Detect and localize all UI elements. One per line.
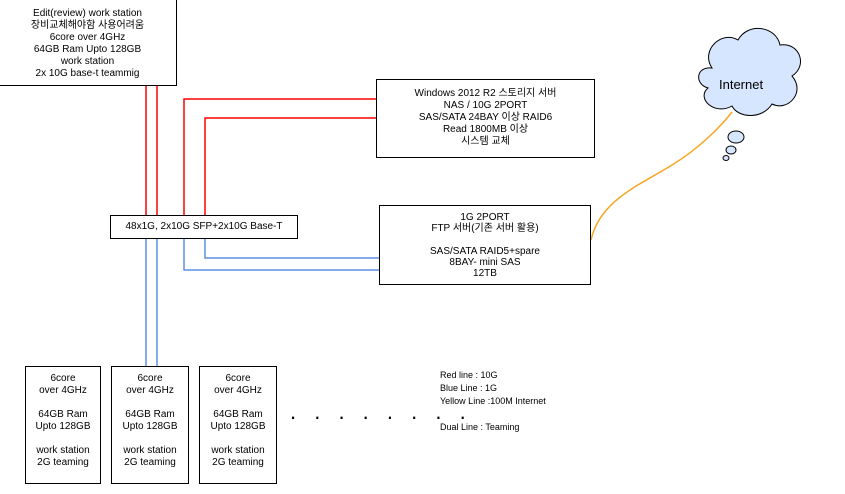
workstation-line: 64GB Ram (38, 409, 88, 420)
workstation-line: over 4GHz (39, 385, 87, 396)
network-switch-box: 48x1G, 2x10G SFP+2x10G Base-T (110, 215, 298, 239)
workstation-line: over 4GHz (214, 385, 262, 396)
internet-cloud-icon (698, 27, 801, 161)
workstation-line: 6core (225, 373, 251, 384)
legend-spacer (440, 408, 546, 421)
ftp-server-box: 1G 2PORT FTP 서버(기존 서버 활용) SAS/SATA RAID5… (379, 205, 591, 285)
edit-workstation-line: 장비교체해야함 사용어려움 (30, 20, 145, 31)
workstation-spacer (112, 397, 188, 409)
ftp-server-line: 8BAY- mini SAS (449, 257, 521, 268)
workstation-line: 2G teaming (37, 457, 89, 468)
workstation-line: over 4GHz (126, 385, 174, 396)
edit-workstation-line: 6core over 4GHz (49, 32, 126, 43)
workstation-line: 6core (137, 373, 163, 384)
more-workstations-ellipsis: . . . . . . . . (290, 399, 472, 424)
workstation-box-3: 6core over 4GHz 64GB Ram Upto 128GB work… (199, 366, 277, 484)
workstation-spacer (26, 433, 100, 445)
storage-server-box: Windows 2012 R2 스토리지 서버 NAS / 10G 2PORT … (376, 79, 595, 158)
edit-workstation-line: 2x 10G base-t teammig (35, 68, 140, 79)
storage-server-line: Windows 2012 R2 스토리지 서버 (414, 88, 557, 99)
red-line-switch-storage-2 (204, 117, 376, 215)
workstation-spacer (26, 397, 100, 409)
storage-server-line: 시스템 교체 (461, 136, 510, 147)
legend-item: Blue Line : 1G (440, 383, 498, 393)
workstation-line: 2G teaming (212, 457, 264, 468)
workstation-spacer (112, 433, 188, 445)
workstation-line: Upto 128GB (122, 421, 178, 432)
workstation-line: work station (211, 445, 265, 456)
storage-server-line: SAS/SATA 24BAY 이상 RAID6 (418, 112, 553, 123)
ftp-server-line: 1G 2PORT (460, 212, 510, 223)
workstation-box-1: 6core over 4GHz 64GB Ram Upto 128GB work… (25, 366, 101, 484)
legend-item: Dual Line : Teaming (440, 422, 520, 432)
workstation-spacer (200, 433, 276, 445)
storage-server-line: NAS / 10G 2PORT (443, 100, 528, 111)
ftp-server-line: 12TB (473, 268, 497, 279)
workstation-box-2: 6core over 4GHz 64GB Ram Upto 128GB work… (111, 366, 189, 484)
edit-workstation-box: Edit(review) work station 장비교체해야함 사용어려움 … (0, 0, 177, 86)
legend-item: Red line : 10G (440, 370, 498, 380)
edit-workstation-line: 64GB Ram Upto 128GB (33, 44, 142, 55)
workstation-line: work station (36, 445, 90, 456)
workstation-line: 2G teaming (124, 457, 176, 468)
workstation-line: Upto 128GB (210, 421, 266, 432)
ftp-server-line: SAS/SATA RAID5+spare (430, 246, 540, 257)
yellow-line-ftp-internet (590, 111, 733, 241)
workstation-line: 64GB Ram (213, 409, 263, 420)
workstation-line: 6core (50, 373, 76, 384)
legend: Red line : 10G Blue Line : 1G Yellow Lin… (440, 369, 546, 434)
edit-workstation-line: Edit(review) work station (33, 8, 142, 19)
blue-line-switch-ftp-1 (183, 238, 380, 271)
red-line-switch-storage-1 (183, 98, 376, 215)
ftp-server-spacer (380, 234, 590, 246)
workstation-line: 64GB Ram (125, 409, 175, 420)
workstation-line: Upto 128GB (35, 421, 91, 432)
workstation-line: work station (123, 445, 177, 456)
blue-line-switch-ftp-2 (204, 238, 380, 259)
legend-item: Yellow Line :100M Internet (440, 396, 546, 406)
edit-workstation-line: work station (60, 56, 115, 67)
ftp-server-line: FTP 서버(기존 서버 활용) (431, 223, 539, 234)
internet-label: Internet (719, 77, 764, 92)
network-switch-label: 48x1G, 2x10G SFP+2x10G Base-T (125, 221, 283, 232)
workstation-spacer (200, 397, 276, 409)
storage-server-line: Read 1800MB 이상 (442, 124, 529, 135)
